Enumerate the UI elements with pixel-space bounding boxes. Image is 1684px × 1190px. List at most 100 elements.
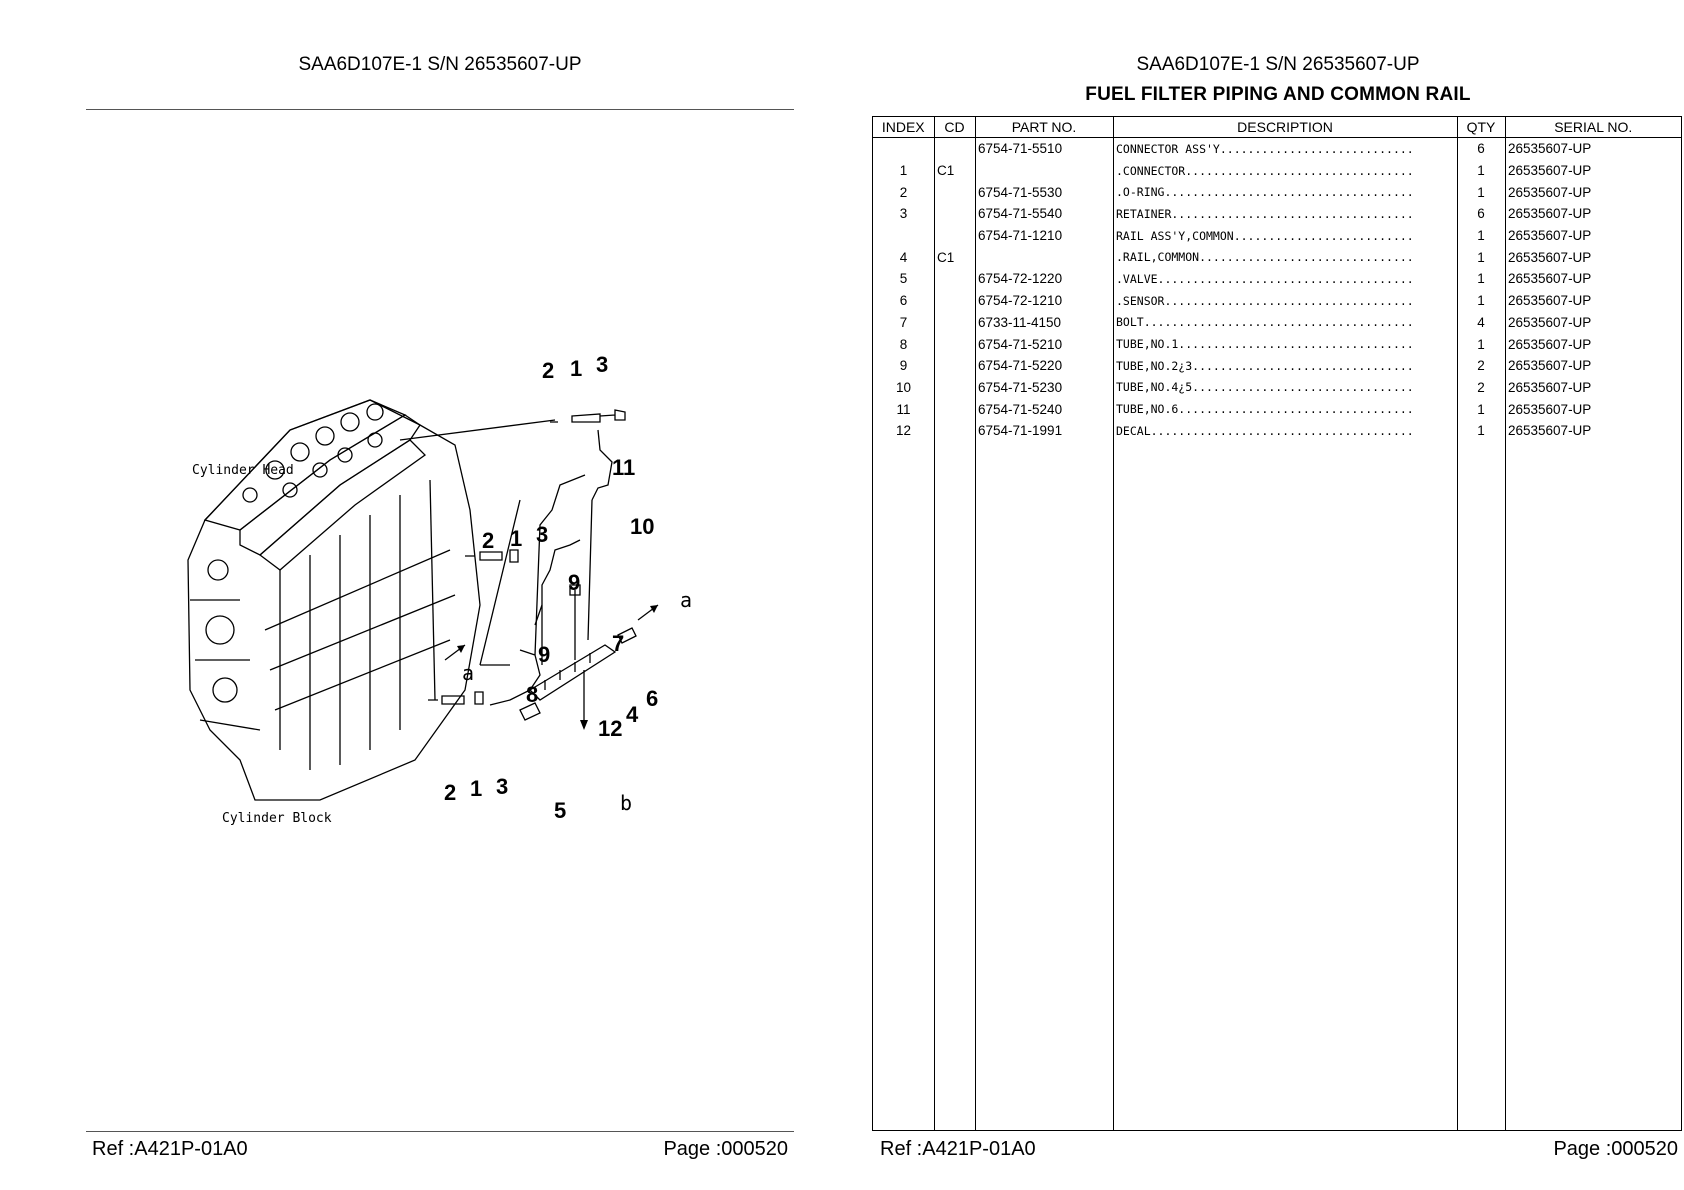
- cell-index: 10: [895, 379, 912, 395]
- callout-3-top: 3: [596, 352, 608, 377]
- cell-index: 3: [899, 206, 908, 222]
- callout-9-lower: 9: [538, 642, 550, 667]
- sensor: [617, 627, 637, 644]
- cell-qty: 2: [1477, 358, 1485, 374]
- cell-qty: 4: [1477, 314, 1485, 330]
- cell-qty: 6: [1477, 206, 1485, 222]
- callout-1-top: 1: [570, 356, 582, 381]
- cell-qty: 1: [1477, 184, 1485, 200]
- cell-cd: [934, 290, 975, 312]
- cell-desc: TUBE,NO.2¿3.............................…: [1116, 358, 1414, 373]
- cell-part: 6754-71-5230: [978, 379, 1063, 395]
- cell-part: [975, 160, 1113, 182]
- tube-no23-a: [541, 539, 581, 665]
- cell-part: 6754-71-5220: [978, 358, 1063, 374]
- cell-serial: 26535607-UP: [1508, 358, 1592, 374]
- engine-outline: [187, 399, 481, 801]
- cell-qty: 1: [1477, 249, 1485, 265]
- cell-part: 6754-71-5240: [978, 401, 1063, 417]
- cell-qty: 1: [1477, 293, 1485, 309]
- cell-serial: 26535607-UP: [1508, 184, 1592, 200]
- cell-qty: 1: [1477, 163, 1485, 179]
- left-header-rule: [86, 109, 794, 110]
- cell-cd: [934, 181, 975, 203]
- cell-part: 6754-71-5210: [978, 336, 1063, 352]
- arrow-label-a-right: a: [680, 588, 692, 612]
- cell-serial: 26535607-UP: [1508, 293, 1592, 309]
- cell-qty: 1: [1477, 228, 1485, 244]
- cell-serial: 26535607-UP: [1508, 141, 1592, 157]
- arrow-label-a-left: a: [462, 661, 474, 685]
- cell-serial: 26535607-UP: [1508, 314, 1592, 330]
- callout-1-bottom: 1: [470, 776, 482, 801]
- cell-index: 12: [895, 423, 912, 439]
- right-page-title: SAA6D107E-1 S/N 26535607-UP: [1136, 54, 1420, 75]
- cell-desc: BOLT....................................…: [1116, 315, 1414, 330]
- tube-no6: [591, 429, 613, 501]
- column-divider: [1457, 117, 1458, 1130]
- cell-index: 5: [899, 271, 908, 287]
- header-part-no: PART NO.: [975, 117, 1114, 138]
- left-footer-rule: [86, 1131, 794, 1132]
- callout-2-top: 2: [542, 358, 554, 383]
- left-ref: Ref :A421P-01A0: [92, 1138, 248, 1160]
- callout-9-upper: 9: [568, 570, 580, 595]
- cell-cd: [934, 225, 975, 247]
- cell-index: 1: [899, 163, 908, 179]
- cell-serial: 26535607-UP: [1508, 206, 1592, 222]
- cell-part: 6754-71-5510: [978, 141, 1063, 157]
- table-row: 9 6754-71-5220 TUBE,NO.2¿3................…: [873, 355, 1681, 377]
- cell-part: 6754-71-5530: [978, 184, 1063, 200]
- cell-desc: .O-RING.................................…: [1116, 185, 1414, 200]
- cell-qty: 1: [1477, 401, 1485, 417]
- callout-10: 10: [630, 514, 654, 539]
- callout-4: 4: [626, 702, 639, 727]
- header-index: INDEX: [873, 117, 935, 138]
- cell-part: 6754-71-1210: [978, 228, 1063, 244]
- column-divider: [1113, 117, 1114, 1130]
- parts-table-frame: INDEX CD PART NO. DESCRIPTION QTY SERIAL…: [872, 116, 1682, 1131]
- callout-2-bottom: 2: [444, 780, 456, 805]
- leader-line-top: [399, 419, 556, 441]
- cell-index: [873, 138, 934, 160]
- column-divider: [934, 117, 935, 1130]
- bolt: [569, 584, 581, 660]
- cell-index: 9: [899, 358, 908, 374]
- tube-no23-b: [534, 604, 543, 626]
- cell-index: 11: [896, 401, 911, 417]
- cell-serial: 26535607-UP: [1508, 379, 1592, 395]
- tube-no1: [489, 649, 541, 706]
- tube-no45: [534, 474, 593, 656]
- cell-serial: 26535607-UP: [1508, 271, 1592, 287]
- cell-serial: 26535607-UP: [1508, 249, 1592, 265]
- cell-cd: [934, 268, 975, 290]
- cell-cd: [934, 355, 975, 377]
- cell-cd: C1: [937, 163, 955, 179]
- parts-table: INDEX CD PART NO. DESCRIPTION QTY SERIAL…: [873, 117, 1681, 442]
- section-title: FUEL FILTER PIPING AND COMMON RAIL: [1085, 84, 1471, 105]
- label-cylinder-block: Cylinder Block: [222, 811, 332, 826]
- valve: [519, 702, 541, 721]
- left-page-title: SAA6D107E-1 S/N 26535607-UP: [298, 54, 582, 75]
- cell-qty: 1: [1477, 423, 1485, 439]
- cell-desc: .RAIL,COMMON............................…: [1116, 250, 1414, 265]
- cell-qty: 1: [1477, 271, 1485, 287]
- cell-index: [873, 225, 934, 247]
- cell-part: 6754-71-5540: [978, 206, 1063, 222]
- cell-cd: C1: [937, 249, 955, 265]
- cell-part: 6733-11-4150: [978, 314, 1062, 330]
- column-divider: [975, 117, 976, 1130]
- table-header-row: INDEX CD PART NO. DESCRIPTION QTY SERIAL…: [873, 117, 1681, 138]
- header-cd: CD: [934, 117, 976, 138]
- cell-index: 6: [899, 293, 908, 309]
- label-cylinder-head: Cylinder Head: [192, 463, 294, 478]
- cell-serial: 26535607-UP: [1508, 423, 1592, 439]
